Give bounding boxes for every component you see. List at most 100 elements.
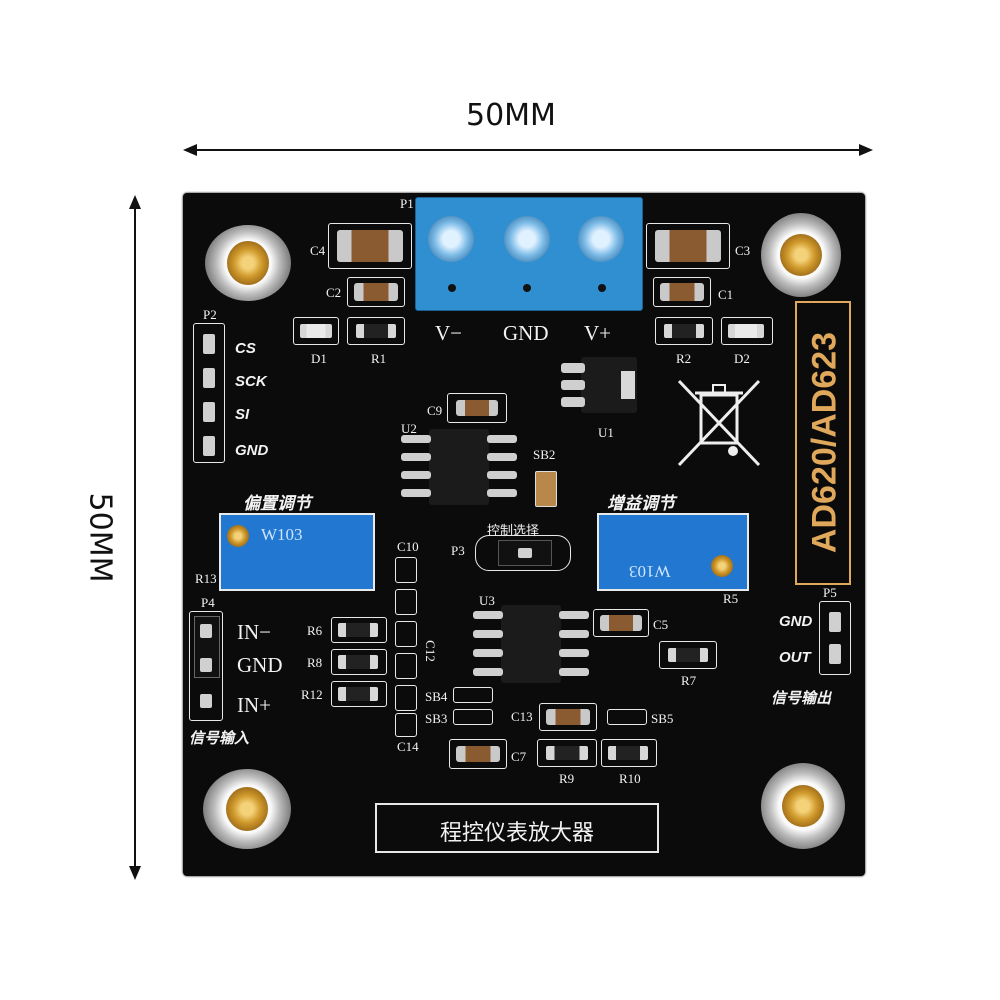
p4-caption: 信号输入 — [189, 730, 250, 747]
ref-u1: U1 — [598, 425, 614, 440]
trim-left-marking: W103 — [261, 525, 303, 544]
capacitor-c1 — [653, 277, 711, 307]
model-label-box: AD620/AD623 — [795, 301, 851, 585]
p2-label-sck: SCK — [235, 373, 267, 390]
header-p5[interactable] — [819, 601, 851, 675]
capacitor-c4 — [328, 223, 412, 269]
trim-left-caption: 偏置调节 — [243, 494, 311, 513]
ref-sb4: SB4 — [425, 689, 448, 704]
p5-caption: 信号输出 — [771, 690, 832, 707]
board-title: 程控仪表放大器 — [439, 821, 594, 846]
ic-u3 — [473, 605, 589, 683]
trimmer-gain[interactable]: W103 — [597, 513, 749, 591]
jumper-p3[interactable] — [475, 535, 571, 571]
ref-p5: P5 — [823, 585, 837, 600]
ref-d1: D1 — [311, 351, 327, 366]
trimmer-offset[interactable]: W103 — [219, 513, 375, 591]
solder-bridge-sb5 — [607, 709, 647, 725]
ref-c1: C1 — [718, 287, 734, 302]
board-title-box: 程控仪表放大器 — [375, 803, 659, 853]
resistor-r8 — [331, 649, 387, 675]
model-label: AD620/AD623 — [805, 331, 844, 554]
mounting-screw-bottom-left — [203, 769, 291, 849]
ref-c7: C7 — [511, 749, 527, 764]
p3-caption: 控制选择 — [487, 523, 540, 538]
ref-c2: C2 — [326, 285, 342, 300]
capacitor-c12a — [395, 621, 417, 647]
height-dimension-label: 50MM — [82, 492, 118, 583]
width-dimension-arrow — [183, 144, 873, 156]
ic-u2 — [401, 429, 517, 505]
ref-r9: R9 — [559, 771, 575, 786]
terminal-label-gnd: GND — [503, 321, 549, 345]
p5-label-out: OUT — [779, 649, 811, 666]
weee-crossed-bin-icon — [677, 379, 761, 467]
ref-c13: C13 — [511, 709, 533, 724]
width-dimension-label: 50MM — [466, 98, 556, 133]
solder-bridge-sb2 — [535, 471, 557, 507]
mounting-screw-top-left — [205, 225, 291, 301]
ref-r7: R7 — [681, 673, 697, 688]
ref-d2: D2 — [734, 351, 750, 366]
capacitor-c10b — [395, 589, 417, 615]
ref-c14: C14 — [397, 739, 419, 754]
regulator-u1 — [561, 357, 637, 413]
p2-label-gnd: GND — [235, 442, 269, 459]
p4-label-inminus: IN− — [237, 620, 272, 644]
ref-r2: R2 — [676, 351, 692, 366]
header-p4[interactable] — [189, 611, 223, 721]
ref-c10: C10 — [397, 539, 419, 554]
solder-bridge-sb3 — [453, 709, 493, 725]
led-d2 — [721, 317, 773, 345]
ref-r13: R13 — [195, 571, 217, 586]
resistor-r2 — [655, 317, 713, 345]
p2-label-si: SI — [235, 406, 250, 423]
ref-sb5: SB5 — [651, 711, 674, 726]
ref-c3: C3 — [735, 243, 751, 258]
capacitor-c10 — [395, 557, 417, 583]
ref-r12: R12 — [301, 687, 323, 702]
ref-c12: C12 — [422, 640, 438, 662]
capacitor-c13 — [539, 703, 597, 731]
header-p2[interactable] — [193, 323, 225, 463]
terminal-label-vminus: V− — [435, 321, 463, 345]
ref-p3: P3 — [451, 543, 465, 558]
trim-right-marking: W103 — [629, 562, 671, 581]
power-terminal-block[interactable] — [415, 197, 643, 311]
p5-label-gnd: GND — [779, 613, 813, 630]
ref-c9: C9 — [427, 403, 443, 418]
ref-sb2: SB2 — [533, 447, 556, 462]
capacitor-c12b — [395, 653, 417, 679]
resistor-r12 — [331, 681, 387, 707]
p4-label-inplus: IN+ — [237, 693, 272, 717]
ref-p4: P4 — [201, 595, 215, 610]
ref-c5: C5 — [653, 617, 669, 632]
ref-p2: P2 — [203, 307, 217, 322]
ref-r1: R1 — [371, 351, 387, 366]
capacitor-c9 — [447, 393, 507, 423]
ref-c4: C4 — [310, 243, 326, 258]
mounting-screw-bottom-right — [761, 763, 845, 849]
capacitor-c3 — [646, 223, 730, 269]
ref-r6: R6 — [307, 623, 323, 638]
resistor-r1 — [347, 317, 405, 345]
capacitor-c2 — [347, 277, 405, 307]
capacitor-c7 — [449, 739, 507, 769]
capacitor-c5 — [593, 609, 649, 637]
resistor-r9 — [537, 739, 597, 767]
trim-right-caption: 增益调节 — [607, 494, 675, 513]
pcb-board: P1 V− GND V+ C4 C3 C2 C1 D1 R1 R2 D2 — [183, 193, 865, 876]
ref-r10: R10 — [619, 771, 641, 786]
p4-label-gnd: GND — [237, 653, 283, 677]
capacitor-c14b — [395, 713, 417, 737]
resistor-r10 — [601, 739, 657, 767]
mounting-screw-top-right — [761, 213, 841, 297]
resistor-r6 — [331, 617, 387, 643]
ref-u2: U2 — [401, 421, 417, 436]
led-d1 — [293, 317, 339, 345]
p2-label-cs: CS — [235, 340, 256, 357]
height-dimension-arrow — [129, 195, 141, 880]
solder-bridge-sb4 — [453, 687, 493, 703]
terminal-label-vplus: V+ — [584, 321, 612, 345]
capacitor-c14a — [395, 685, 417, 711]
